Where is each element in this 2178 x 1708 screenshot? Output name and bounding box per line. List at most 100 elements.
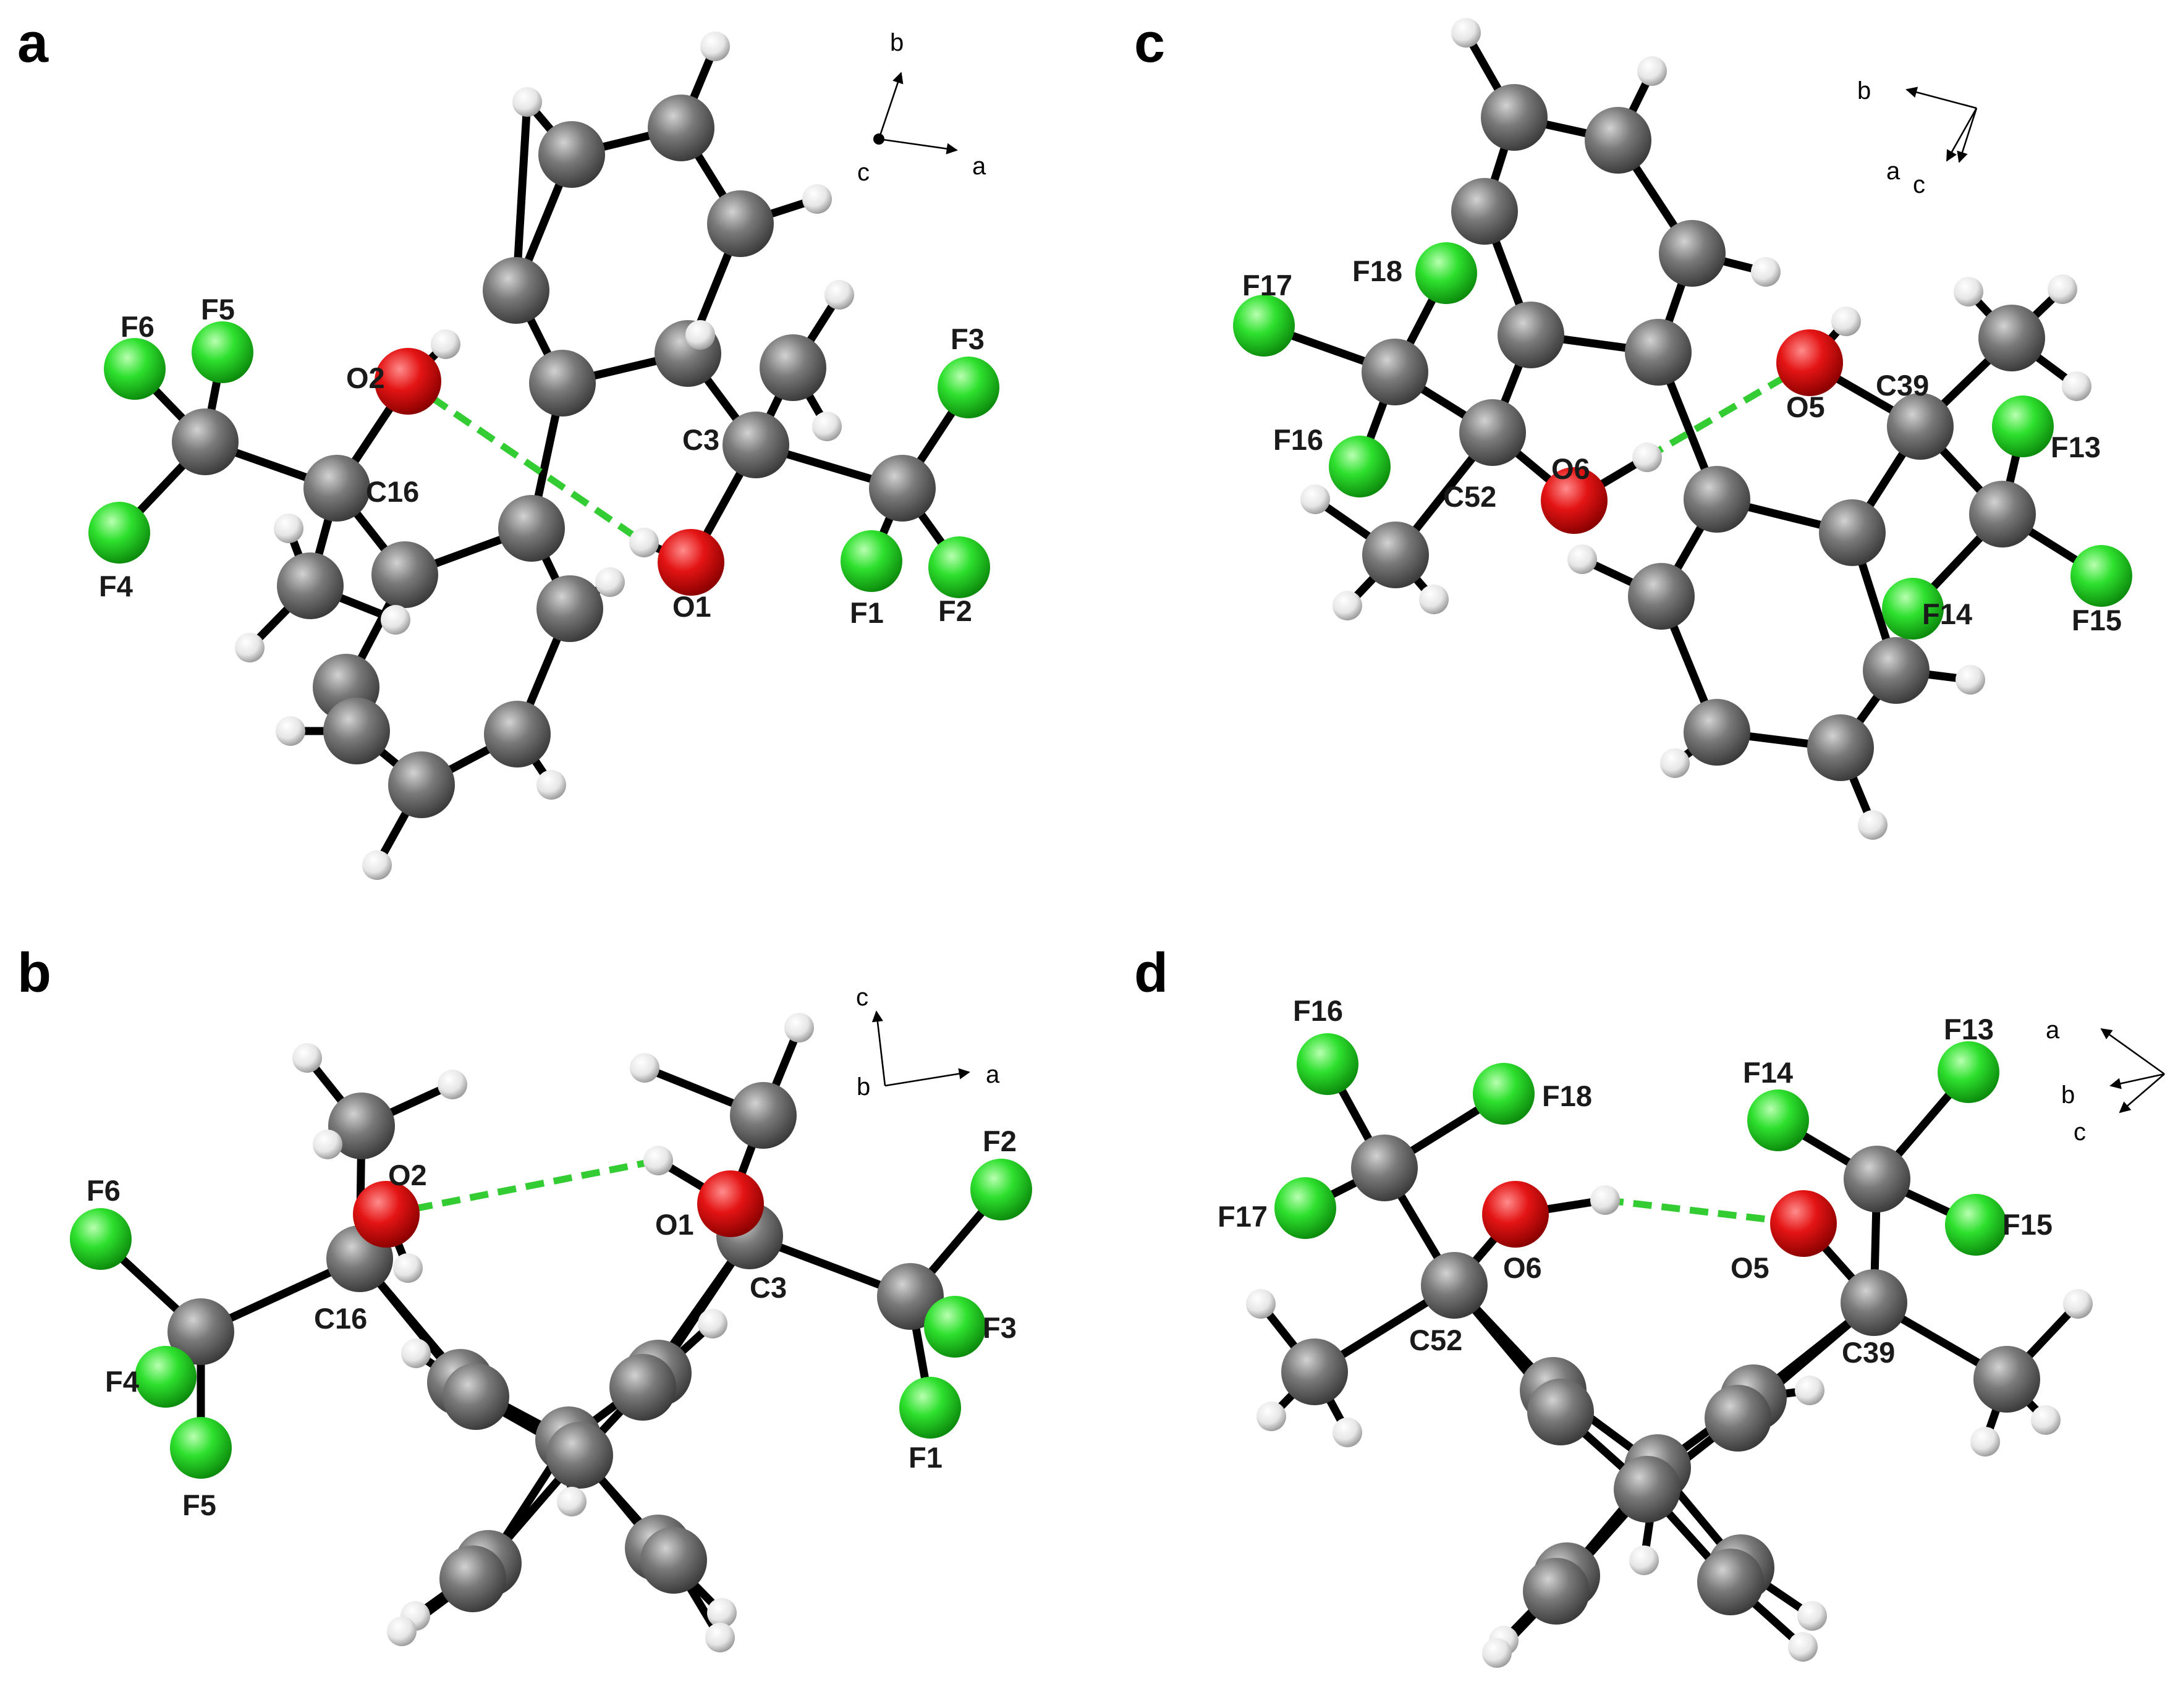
hydrogen-atom <box>812 412 842 441</box>
axis-c-arrow <box>2119 1073 2165 1114</box>
hydrogen-atom <box>438 1070 467 1099</box>
fluorine-atom <box>938 357 999 418</box>
hydrogen-atom <box>1333 591 1362 620</box>
atom-label-f15: F15 <box>2002 1208 2053 1241</box>
carbon-atom <box>172 408 239 475</box>
fluorine-atom <box>1992 395 2054 457</box>
carbon-atom <box>648 95 714 161</box>
hydrogen-atom <box>1797 1601 1827 1631</box>
carbon-atom <box>1281 1338 1348 1405</box>
axis-a-arrow <box>878 138 958 154</box>
carbon-atom <box>538 121 605 188</box>
atom-label-f2: F2 <box>983 1125 1017 1157</box>
hydrogen-atom <box>1333 1418 1362 1447</box>
carbon-atom <box>1481 84 1548 151</box>
hydrogen-atom <box>387 1617 417 1646</box>
carbon-atom <box>328 1093 395 1159</box>
oxygen-atom <box>697 1170 764 1237</box>
axis-label-b: b <box>857 1073 870 1101</box>
hydrogen-atom <box>1660 748 1690 778</box>
carbon-atom <box>439 1545 506 1612</box>
carbon-atom <box>730 1082 797 1149</box>
carbon-atom <box>1625 319 1692 386</box>
carbon-atom <box>722 412 789 478</box>
fluorine-atom <box>88 502 150 564</box>
atom-label-f14: F14 <box>1743 1056 1793 1089</box>
atom-label-o1: O1 <box>672 590 711 623</box>
fluorine-atom <box>70 1208 132 1270</box>
hydrogen-atom <box>643 1146 673 1175</box>
fluorine-atom <box>1747 1089 1809 1151</box>
carbon-atom <box>1585 107 1651 174</box>
hydrogen-atom <box>802 184 832 214</box>
axis-label-b: b <box>2061 1081 2075 1109</box>
atom-label-f6: F6 <box>87 1174 121 1207</box>
crystal-axes-a: abc <box>857 29 986 186</box>
axis-label-c: c <box>2074 1118 2086 1146</box>
atom-label-c16: C16 <box>366 475 419 508</box>
hydrogen-atom <box>1954 277 1983 307</box>
hydrogen-atom <box>1956 665 1985 695</box>
hydrogen-atom <box>1632 442 1662 472</box>
atom-label-f14: F14 <box>1922 598 1972 630</box>
hydrogen-atom <box>431 329 460 359</box>
hydrogen-atom <box>393 1253 423 1283</box>
hydrogen-atom <box>274 514 303 543</box>
hydrogen-atom <box>381 605 410 635</box>
axis-label-c: c <box>857 159 870 186</box>
atom-label-f4: F4 <box>105 1365 139 1398</box>
fluorine-atom <box>1415 242 1477 304</box>
hydrogen-atom <box>235 633 265 662</box>
fluorine-atom <box>1233 295 1295 357</box>
atom-label-f2: F2 <box>938 594 972 627</box>
hydrogen-atom <box>401 1338 431 1368</box>
carbon-atom <box>1351 1135 1418 1201</box>
carbon-atom <box>609 1354 676 1421</box>
hydrogen-atom <box>1831 307 1861 336</box>
panel-a-label: a <box>17 12 49 74</box>
fluorine-atom <box>899 1377 961 1439</box>
fluorine-atom <box>924 1296 986 1358</box>
carbon-atom <box>1863 637 1930 704</box>
hydrogen-atom <box>1637 56 1667 86</box>
carbon-atom <box>1527 1379 1594 1445</box>
carbon-atom <box>1697 1549 1764 1615</box>
axis-c-arrow <box>871 1010 886 1086</box>
hydrogen-atom <box>630 1053 659 1083</box>
carbon-atom <box>277 552 344 619</box>
axis-label-c: c <box>856 984 868 1011</box>
axis-label-b: b <box>1857 77 1871 104</box>
carbon-atom <box>1659 220 1726 287</box>
oxygen-atom <box>658 529 724 596</box>
atom-label-f18: F18 <box>1542 1080 1592 1112</box>
fluorine-atom <box>1274 1177 1336 1239</box>
fluorine-atom <box>1882 578 1944 640</box>
oxygen-atom <box>1776 329 1843 396</box>
atom-label-f17: F17 <box>1242 269 1292 302</box>
carbon-atom <box>1684 699 1750 766</box>
oxygen-atom <box>1482 1181 1549 1248</box>
atom-label-f13: F13 <box>1944 1013 1994 1046</box>
carbon-atom <box>167 1298 234 1365</box>
carbon-atom <box>1451 178 1518 245</box>
atom-label-f18: F18 <box>1352 255 1402 287</box>
carbon-atom <box>640 1527 707 1594</box>
fluorine-atom <box>1329 436 1391 497</box>
carbon-atom <box>1628 563 1695 630</box>
atom-label-f3: F3 <box>983 1311 1017 1344</box>
oxygen-atom <box>1770 1190 1837 1257</box>
fluorine-atom <box>1473 1063 1535 1125</box>
axis-label-a: a <box>2046 1017 2060 1044</box>
axis-a-arrow <box>1946 108 1978 162</box>
hydrogen-atom <box>313 1130 342 1159</box>
carbon-atom <box>483 257 549 324</box>
carbon-atom <box>1887 393 1954 460</box>
atom-label-c52: C52 <box>1409 1324 1462 1356</box>
hydrogen-atom <box>557 1487 587 1516</box>
hydrogen-atom <box>629 528 659 557</box>
oxygen-atom <box>375 348 441 415</box>
atom-label-c16: C16 <box>314 1302 367 1335</box>
carbon-atom <box>869 455 936 522</box>
